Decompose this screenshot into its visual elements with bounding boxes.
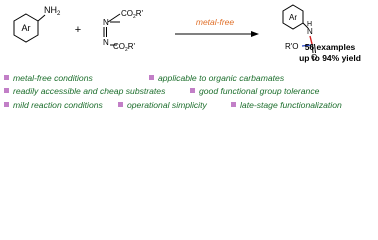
azo-n2-label: N (103, 38, 109, 47)
arrow-condition-label: metal-free (196, 17, 235, 27)
feature-text: late-stage functionalization (240, 100, 342, 110)
feature-item: mild reaction conditions (4, 100, 103, 110)
feature-item: applicable to organic carbamates (149, 73, 284, 83)
azodicarboxylate-structure: N N CO2R' CO2R' (103, 9, 144, 53)
bullet-icon (190, 88, 195, 93)
product-carbonyl-o-label: O (311, 53, 317, 62)
bullet-icon (4, 88, 9, 93)
bullet-icon (4, 75, 9, 80)
feature-text: operational simplicity (127, 100, 207, 110)
azo-bottom-ester: CO2R' (113, 42, 136, 53)
feature-text: mild reaction conditions (13, 100, 103, 110)
bullet-icon (118, 102, 123, 107)
feature-item: good functional group tolerance (190, 86, 319, 96)
reaction-scheme: Ar NH2 + N N CO2R' CO2R' metal-free Ar H… (13, 4, 361, 63)
aniline-nh2-label: NH2 (44, 5, 61, 17)
feature-text: applicable to organic carbamates (158, 73, 285, 83)
feature-item: metal-free conditions (4, 73, 93, 83)
bullet-icon (231, 102, 236, 107)
feature-item: operational simplicity (118, 100, 207, 110)
feature-text: metal-free conditions (13, 73, 93, 83)
max-yield: up to 94% yield (299, 53, 361, 63)
product-n-label: N (307, 27, 313, 36)
feature-item: readily accessible and cheap substrates (4, 86, 165, 96)
aniline-ring-label: Ar (22, 23, 31, 33)
carbamate-product-structure: Ar H N R'O O (282, 4, 317, 62)
product-ring-label: Ar (289, 13, 297, 22)
feature-text: good functional group tolerance (199, 86, 320, 96)
bullet-icon (4, 102, 9, 107)
feature-text: readily accessible and cheap substrates (13, 86, 166, 96)
examples-count: 56 examples (305, 42, 356, 52)
aniline-structure: Ar NH2 (13, 5, 61, 43)
plus-sign: + (75, 24, 81, 36)
reaction-arrow: metal-free (175, 17, 259, 37)
product-h-label: H (307, 21, 312, 28)
product-alkoxy-label: R'O (285, 42, 299, 51)
bullet-icon (149, 75, 154, 80)
azo-top-ester: CO2R' (121, 9, 144, 20)
azo-n1-label: N (103, 18, 109, 27)
feature-item: late-stage functionalization (231, 100, 342, 110)
